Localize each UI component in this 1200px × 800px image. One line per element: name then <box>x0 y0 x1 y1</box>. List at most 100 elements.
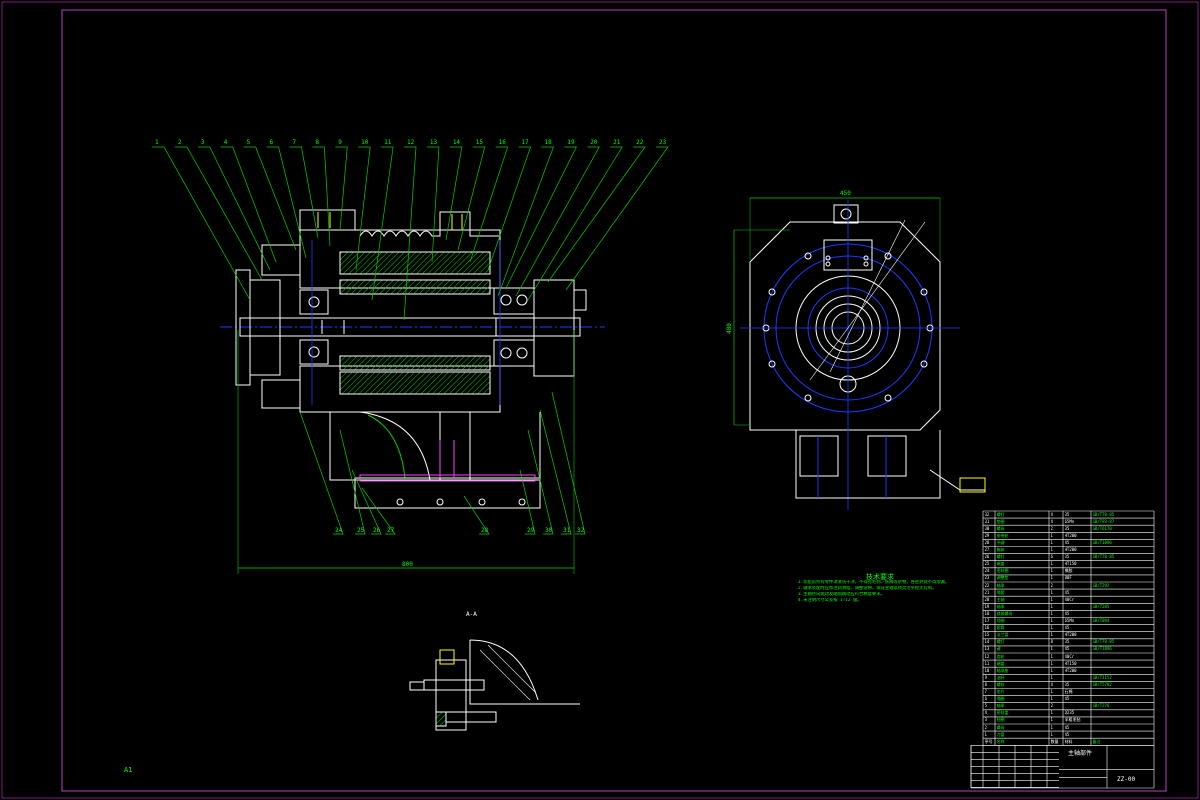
leader-line <box>463 495 490 535</box>
balloon-number: 8 <box>315 139 319 146</box>
note-line: 2.轴承装配时应加注润滑脂，调整游隙，保证主轴运转灵活平稳无异响。 <box>798 586 937 591</box>
end-view-width-dim: 450 <box>840 190 851 197</box>
note-line: 4.未注明尺寸公差按 IT12 级。 <box>798 598 862 603</box>
bom-cell: 26 <box>984 554 990 560</box>
bom-cell: GB/T285 <box>1092 603 1110 609</box>
bom-cell: GB/T5782 <box>1092 681 1112 687</box>
note-line: 1.装配前所有零件须清洗干净，不得有毛刺、铁屑等杂物，各密封处不得渗漏。 <box>798 580 950 585</box>
balloon-number: 13 <box>429 139 438 146</box>
bom-cell: 螺母 <box>996 724 1005 730</box>
bom-cell: 螺栓 <box>996 681 1005 687</box>
bom-cell: 2 <box>984 724 987 730</box>
bom-cell: 1 <box>1050 625 1053 631</box>
bom-cell: 3 <box>984 717 987 723</box>
bom-cell: 45 <box>1064 589 1070 595</box>
section-label: A-A <box>466 611 477 618</box>
leader-line <box>174 146 263 281</box>
bom-cell: 08F <box>1064 575 1072 581</box>
balloon-number: 20 <box>590 139 598 146</box>
balloon-number: 29 <box>527 527 535 534</box>
leader-line <box>266 146 307 259</box>
bom-cell: 32 <box>984 511 990 517</box>
balloon-number: 6 <box>269 139 274 146</box>
bom-cell: HT150 <box>1064 561 1077 567</box>
bom-cell: 15 <box>984 632 990 638</box>
bom-cell: 密封圈 <box>996 568 1009 574</box>
leader-line <box>515 146 600 297</box>
bom-cell: GB/T93-87 <box>1092 518 1115 524</box>
balloon-number: 32 <box>577 527 585 534</box>
bom-cell: 21 <box>984 589 990 595</box>
leader-line <box>527 429 554 535</box>
bom-cell: 35 <box>1064 511 1070 517</box>
bom-cell: 18 <box>984 610 990 616</box>
bom-cell: 轴承 <box>996 582 1005 588</box>
balloon-number: 15 <box>475 139 483 146</box>
bom-cell: 螺钉 <box>996 511 1005 517</box>
balloon-number: 14 <box>452 139 461 146</box>
bom-cell: 1 <box>1050 596 1053 602</box>
bom-cell: 28 <box>984 539 990 545</box>
bom-cell: 1 <box>1050 589 1053 595</box>
bom-cell: 1 <box>1050 561 1053 567</box>
bom-cell: 40Cr <box>1064 596 1075 602</box>
notes-title: 技术要求 <box>866 573 894 581</box>
balloon-number: 17 <box>521 139 529 146</box>
leader-line <box>351 469 382 535</box>
bom-cell: 1 <box>1050 603 1053 609</box>
bom-cell: 8 <box>1050 639 1053 645</box>
leader-line <box>355 146 371 271</box>
balloon-number: 12 <box>407 139 415 146</box>
leader-line <box>547 146 646 283</box>
bom-cell: 2 <box>1050 525 1053 531</box>
end-view-height-dim: 480 <box>725 323 733 334</box>
leader-line <box>469 146 509 263</box>
bom-cell: 65Mn <box>1064 518 1075 524</box>
bom-cell: 1 <box>1050 660 1053 666</box>
balloon-number: 25 <box>357 527 365 534</box>
bom-cell: 35 <box>1064 525 1070 531</box>
bom-cell: 1 <box>1050 539 1053 545</box>
bom-cell: 45 <box>1064 696 1070 702</box>
bom-cell: GB/T292 <box>1092 582 1110 588</box>
bom-cell: 1 <box>1050 547 1053 552</box>
balloon-number: 10 <box>361 139 369 146</box>
bom-cell: 油杯 <box>996 674 1005 680</box>
bom-cell: GB/T1096 <box>1092 539 1112 545</box>
bom-cell: 1 <box>1050 724 1053 730</box>
bom-cell: 1 <box>1050 689 1053 694</box>
bom-cell: 套筒 <box>996 625 1005 631</box>
bom-header-cell: 名称 <box>996 738 1005 744</box>
balloon-number: 2 <box>177 139 182 146</box>
bom-cell: GB/T894 <box>1092 618 1110 623</box>
bom-cell: 9 <box>984 674 987 680</box>
bom-cell: 65Mn <box>1064 618 1075 623</box>
bom-cell: 隔圈 <box>996 696 1005 702</box>
technical-notes: 1.装配前所有零件须清洗干净，不得有毛刺、铁屑等杂物，各密封处不得渗漏。2.轴承… <box>798 580 963 604</box>
bom-cell: 法兰盘 <box>996 632 1009 638</box>
bom-cell: 螺钉 <box>996 554 1005 560</box>
bom-cell: GB/T276 <box>1092 703 1110 709</box>
balloon-number: 1 <box>155 139 159 146</box>
balloon-number: 4 <box>223 139 228 146</box>
leader-line <box>243 146 297 251</box>
bom-cell: 刀盘 <box>996 731 1005 737</box>
balloon-leaders <box>152 146 669 321</box>
leader-line <box>371 146 394 301</box>
bom-cell: 1 <box>1050 667 1053 673</box>
leader-line <box>551 391 586 535</box>
bom-cell: 1 <box>1050 674 1053 680</box>
balloon-number: 19 <box>567 139 575 146</box>
bom-cell: 1 <box>1050 646 1053 652</box>
bom-cell: 35 <box>1064 681 1070 687</box>
leader-line <box>312 146 331 247</box>
bom-cell: 22 <box>984 582 990 588</box>
bom-cell: 1 <box>1050 618 1053 623</box>
bom-cell: 24 <box>984 568 990 574</box>
bom-header-cell: 序号 <box>984 738 993 744</box>
bom-cell: 2 <box>1050 703 1053 709</box>
leader-line <box>445 146 463 241</box>
bom-cell: GB/T1152 <box>1092 674 1112 680</box>
bom-cell: 45 <box>1064 539 1070 545</box>
bom-cell: 端盖 <box>996 561 1005 567</box>
